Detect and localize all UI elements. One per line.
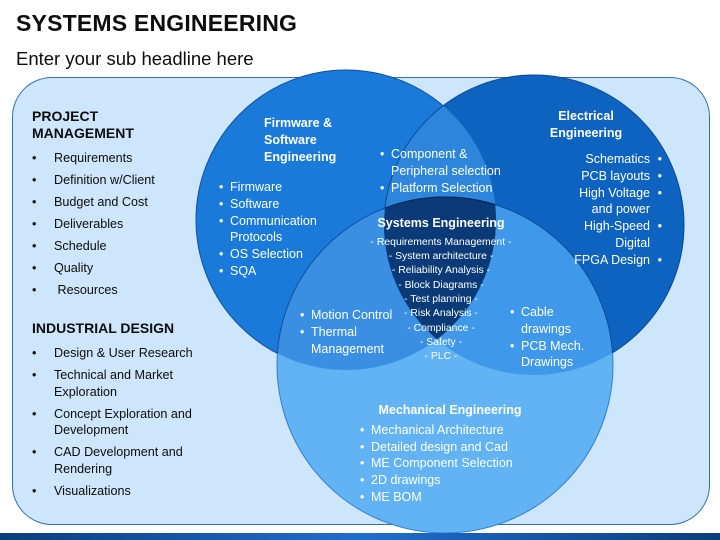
firmware-item: OS Selection [219, 246, 337, 263]
left-column: PROJECT MANAGEMENT Requirements Definiti… [32, 108, 202, 505]
systems-item: - Reliability Analysis - [391, 265, 491, 277]
electrical-items: Schematics PCB layouts High Voltage and … [562, 151, 662, 269]
firmware-heading: Firmware & Software Engineering [264, 115, 336, 165]
list-item: Visualizations [32, 483, 202, 500]
electrical-mechanical-items: Cable drawings PCB Mech. Drawings [510, 304, 592, 371]
systems-item: - Requirements Management - [370, 236, 512, 248]
firmware-item: SQA [219, 263, 337, 280]
list-item: Quality [32, 260, 202, 277]
footer-bar [0, 533, 720, 540]
overlap-item: Cable drawings [510, 304, 592, 338]
list-item: Concept Exploration and Development [32, 406, 202, 439]
mechanical-block: Mechanical Engineering Mechanical Archit… [360, 402, 540, 506]
page-subtitle: Enter your sub headline here [16, 48, 254, 69]
list-item: Definition w/Client [32, 172, 202, 189]
systems-item: - PLC - [424, 351, 458, 363]
electrical-item: High-Speed Digital [562, 218, 662, 252]
overlap-item: Thermal Management [300, 324, 396, 358]
page-title: SYSTEMS ENGINEERING [16, 10, 298, 36]
overlap-item: Component & Peripheral selection [380, 146, 502, 180]
electrical-item: PCB layouts [562, 168, 662, 185]
electrical-heading-line: Engineering [549, 125, 623, 140]
firmware-heading-line: Firmware & [264, 116, 333, 130]
overlap-item: Platform Selection [380, 180, 502, 197]
industrial-design-heading: INDUSTRIAL DESIGN [32, 319, 175, 336]
project-management-list: Requirements Definition w/Client Budget … [32, 150, 202, 299]
firmware-heading-line: Software [264, 132, 317, 147]
list-item: Design & User Research [32, 345, 202, 362]
systems-item: - Block Diagrams - [398, 279, 484, 291]
firmware-item: Software [219, 196, 337, 213]
project-management-heading: PROJECT MANAGEMENT [32, 108, 134, 141]
systems-heading: Systems Engineering [377, 216, 505, 230]
firmware-electrical-items: Component & Peripheral selection Platfor… [380, 146, 502, 196]
list-item: CAD Development and Rendering [32, 444, 202, 477]
firmware-heading-line: Engineering [264, 149, 337, 164]
firmware-items: Firmware Software Communication Protocol… [219, 179, 337, 280]
mechanical-item: ME BOM [360, 489, 540, 506]
systems-engineering-block: Systems Engineering - Requirements Manag… [362, 215, 520, 364]
mechanical-item: Detailed design and Cad [360, 439, 540, 456]
electrical-item: High Voltage and power [562, 185, 662, 219]
list-item: Schedule [32, 238, 202, 255]
overlap-item: Motion Control [300, 307, 396, 324]
firmware-item: Communication Protocols [219, 213, 337, 247]
electrical-heading: Electrical Engineering [546, 108, 626, 142]
list-item: Technical and Market Exploration [32, 367, 202, 400]
mechanical-heading: Mechanical Engineering [378, 403, 522, 417]
systems-item: - Compliance - [407, 322, 475, 334]
systems-item: - System architecture - [388, 251, 494, 263]
systems-item: - Test planning - [404, 293, 478, 305]
mechanical-item: 2D drawings [360, 472, 540, 489]
electrical-item: FPGA Design [562, 252, 662, 269]
systems-item: - Risk Analysis - [404, 308, 478, 320]
list-item: Deliverables [32, 216, 202, 233]
firmware-item: Firmware [219, 179, 337, 196]
electrical-item: Schematics [562, 151, 662, 168]
mechanical-item: Mechanical Architecture [360, 422, 540, 439]
industrial-design-list: Design & User Research Technical and Mar… [32, 345, 202, 499]
overlap-item: PCB Mech. Drawings [510, 338, 592, 372]
systems-item: - Safety - [419, 336, 463, 348]
firmware-mechanical-items: Motion Control Thermal Management [300, 307, 396, 357]
electrical-heading-line: Electrical [558, 109, 614, 123]
list-item: Requirements [32, 150, 202, 167]
list-item: Budget and Cost [32, 194, 202, 211]
mechanical-item: ME Component Selection [360, 455, 540, 472]
list-item: Resources [32, 282, 202, 299]
